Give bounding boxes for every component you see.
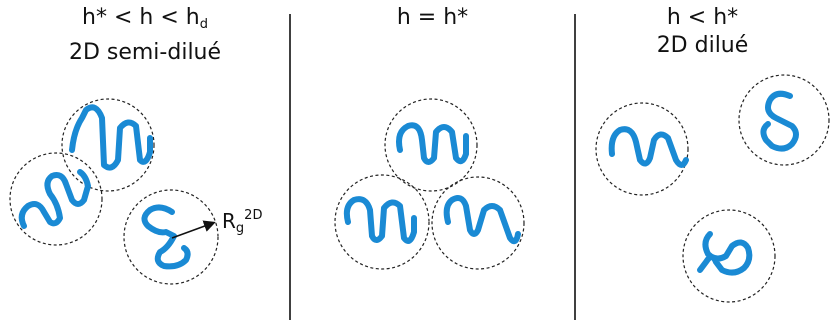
polymer-chain xyxy=(763,94,796,149)
polymer-chain xyxy=(700,234,749,273)
polymer-chain xyxy=(72,107,150,167)
polymer-chain xyxy=(399,125,466,162)
polymer-chain xyxy=(144,207,187,266)
polymer-chain xyxy=(347,199,414,241)
polymer-chain xyxy=(612,129,686,165)
polymer-chain xyxy=(447,198,518,241)
radius-arrow xyxy=(172,223,213,238)
